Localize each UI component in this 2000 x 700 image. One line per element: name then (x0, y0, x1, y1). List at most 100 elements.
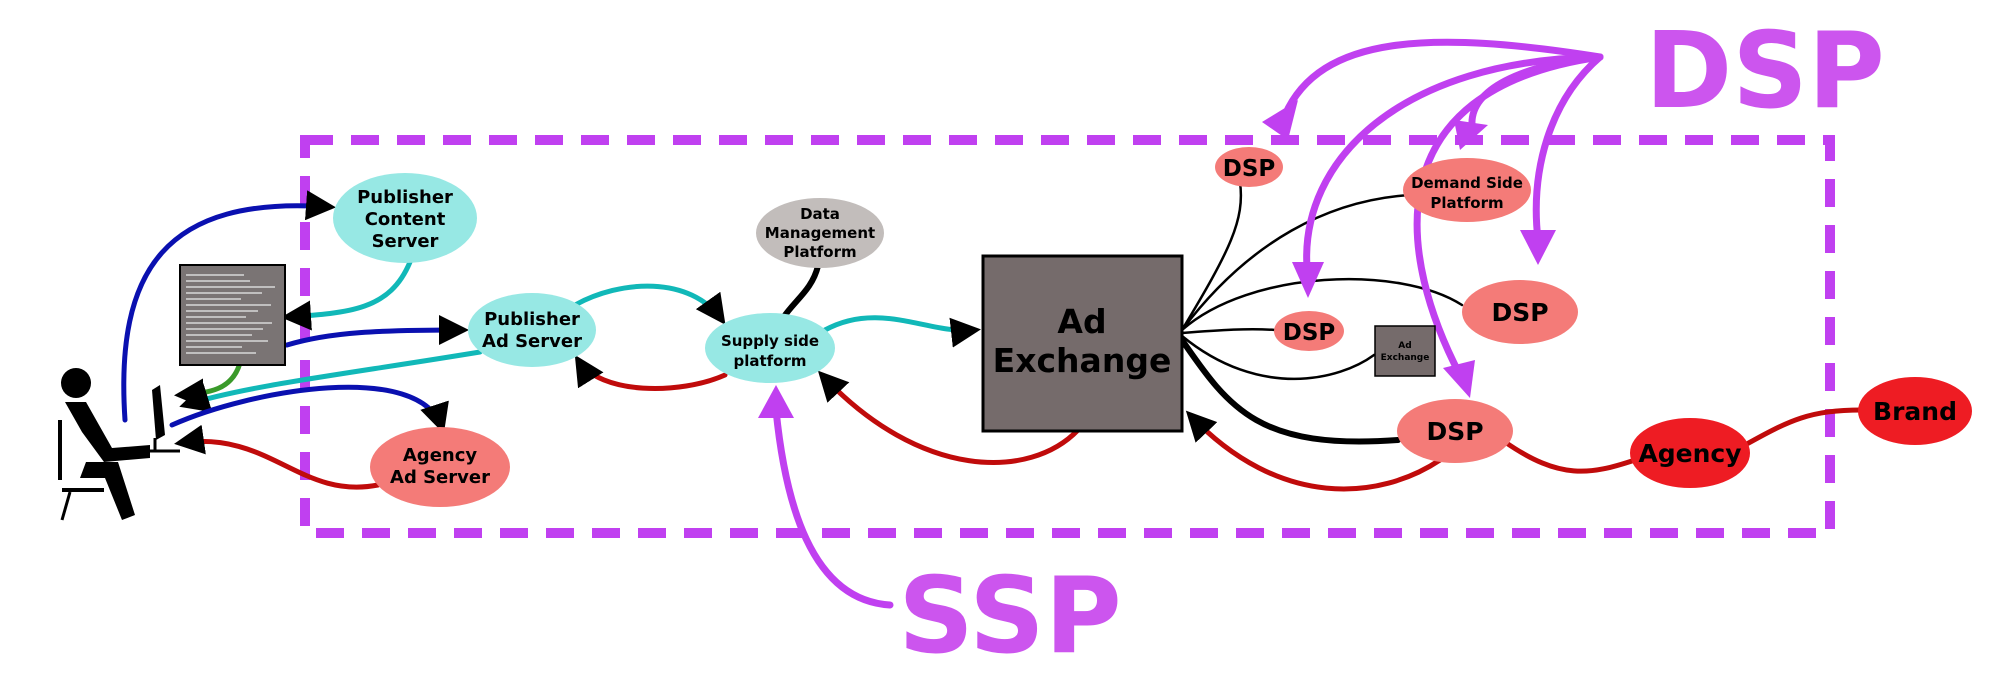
supply-side-platform-line-1: Supply side (721, 332, 819, 350)
dsp-top-shape (1215, 147, 1283, 187)
data-management-platform-shape (756, 198, 884, 268)
dsp-callout-arrows (772, 38, 1604, 609)
edge-page-to-pub-ad-server (284, 315, 469, 348)
page-text-lines (186, 274, 275, 354)
dsp-bottom-label: DSP (1426, 417, 1483, 446)
node-data-management-platform: Data Management Platform (756, 198, 884, 268)
user-head (61, 368, 91, 398)
ad-exchange-small-line-2: Exchange (1381, 353, 1430, 363)
node-brand: Brand (1858, 377, 1972, 445)
ad-exchange-small-line-1: Ad (1398, 341, 1411, 351)
data-management-platform-line-1: Data (800, 205, 840, 223)
supply-side-platform-line-2: platform (733, 352, 806, 370)
arrowhead-dsp-small (1292, 262, 1324, 298)
edge-ssp-to-ad-exchange (822, 315, 981, 348)
edge-user-to-agency-ad-server (169, 384, 449, 434)
node-demand-side-platform: Demand Side Platform (1403, 158, 1531, 222)
brand-label: Brand (1873, 397, 1957, 426)
demand-side-platform-line-1: Demand Side (1411, 174, 1523, 192)
node-publisher-ad-server: Publisher Ad Server (468, 293, 596, 367)
dsp-callout-label: DSP (1645, 10, 1885, 132)
publisher-ad-server-line-2: Ad Server (482, 331, 582, 352)
publisher-content-server-shape (333, 173, 477, 263)
data-management-platform-line-3: Platform (783, 243, 856, 261)
ad-exchange-small-shape (1374, 325, 1436, 377)
dsp-right-shape (1462, 280, 1578, 344)
agency-ad-server-line-1: Agency (403, 445, 478, 466)
dsp-top-label: DSP (1223, 156, 1276, 182)
arrowhead-dsp-right (1520, 230, 1556, 265)
dsp-right-label: DSP (1491, 298, 1548, 327)
supply-side-platform-shape (705, 313, 835, 383)
demand-side-platform-line-2: Platform (1430, 194, 1503, 212)
node-dsp-top: DSP (1215, 147, 1283, 187)
ssp-callout-label: SSP (898, 555, 1121, 677)
edge-ad-exchange-to-ssp (817, 370, 1081, 465)
publisher-content-server-line-3: Server (372, 231, 439, 252)
ad-exchange-line-2: Exchange (993, 341, 1172, 380)
arrowhead-demand-side (1454, 120, 1488, 150)
edge-exchange-ad-exchange-small (1180, 334, 1376, 381)
brand-shape (1858, 377, 1972, 445)
arrowhead-dsp-top (1262, 100, 1298, 140)
agency-ad-server-line-2: Ad Server (390, 467, 490, 488)
edge-page-to-user (174, 360, 243, 409)
edge-pub-ad-server-to-user (179, 349, 483, 413)
ad-exchange-line-1: Ad (1057, 302, 1106, 341)
dsp-bottom-shape (1397, 399, 1513, 463)
node-agency-ad-server: Agency Ad Server (370, 427, 510, 507)
user-leg (80, 462, 135, 520)
node-dsp-small: DSP (1274, 311, 1344, 351)
chair-leg (60, 491, 72, 521)
agency-ad-server-shape (370, 427, 510, 507)
edge-content-server-to-page (281, 259, 413, 331)
publisher-content-server-line-2: Content (365, 209, 446, 230)
node-publisher-content-server: Publisher Content Server (333, 173, 477, 263)
callout-arrowheads (758, 100, 1556, 418)
node-ad-exchange-small: Ad Exchange (1374, 325, 1436, 377)
web-page-text-icon (179, 264, 286, 366)
dsp-small-label: DSP (1283, 320, 1336, 346)
node-agency: Agency (1630, 418, 1750, 488)
edge-ssp-to-pub-ad-server (574, 354, 728, 392)
publisher-content-server-line-1: Publisher (357, 187, 453, 208)
edge-dsp-to-ad-exchange (1185, 410, 1443, 492)
chair-seat (62, 488, 104, 492)
edge-exchange-dsp-bottom (1179, 337, 1401, 445)
edge-dsp-to-agency (1502, 439, 1638, 474)
edges (121, 180, 1865, 492)
edge-user-to-content-server (121, 190, 336, 423)
ad-exchange-shape (981, 254, 1184, 433)
agency-label: Agency (1638, 439, 1741, 468)
callout-arrow-dsp-small (1303, 53, 1604, 272)
edge-agency-to-brand (1742, 407, 1865, 448)
data-management-platform-line-2: Management (765, 224, 875, 242)
publisher-ad-server-shape (468, 293, 596, 367)
edge-exchange-dsp-top (1180, 180, 1243, 332)
node-ad-exchange: Ad Exchange (981, 254, 1184, 433)
edge-exchange-dsp-right (1180, 277, 1464, 332)
callout-arrow-dsp-top (1281, 38, 1604, 119)
edge-exchange-demand-side (1180, 193, 1412, 332)
arrowhead-dsp-bottom (1443, 360, 1475, 398)
arrowhead-ssp (758, 385, 794, 418)
ssp-callout-arrow (772, 406, 894, 609)
chair-back (58, 420, 62, 480)
node-dsp-bottom: DSP (1397, 399, 1513, 463)
ecosystem-boundary (300, 135, 1835, 538)
edge-dmp-to-ssp (780, 263, 821, 321)
node-supply-side-platform: Supply side platform (705, 313, 835, 383)
agency-shape (1630, 418, 1750, 488)
publisher-ad-server-line-1: Publisher (484, 309, 580, 330)
node-dsp-right: DSP (1462, 280, 1578, 344)
callout-arrow-dsp-right (1532, 53, 1604, 244)
monitor (152, 385, 165, 440)
user-body (65, 402, 150, 462)
demand-side-platform-shape (1403, 158, 1531, 222)
edge-pub-ad-server-to-ssp (572, 283, 726, 325)
edge-exchange-dsp-small (1180, 327, 1277, 335)
edge-agency-ad-server-to-user (174, 424, 381, 490)
person-at-computer-icon (58, 368, 180, 521)
dsp-small-shape (1274, 311, 1344, 351)
